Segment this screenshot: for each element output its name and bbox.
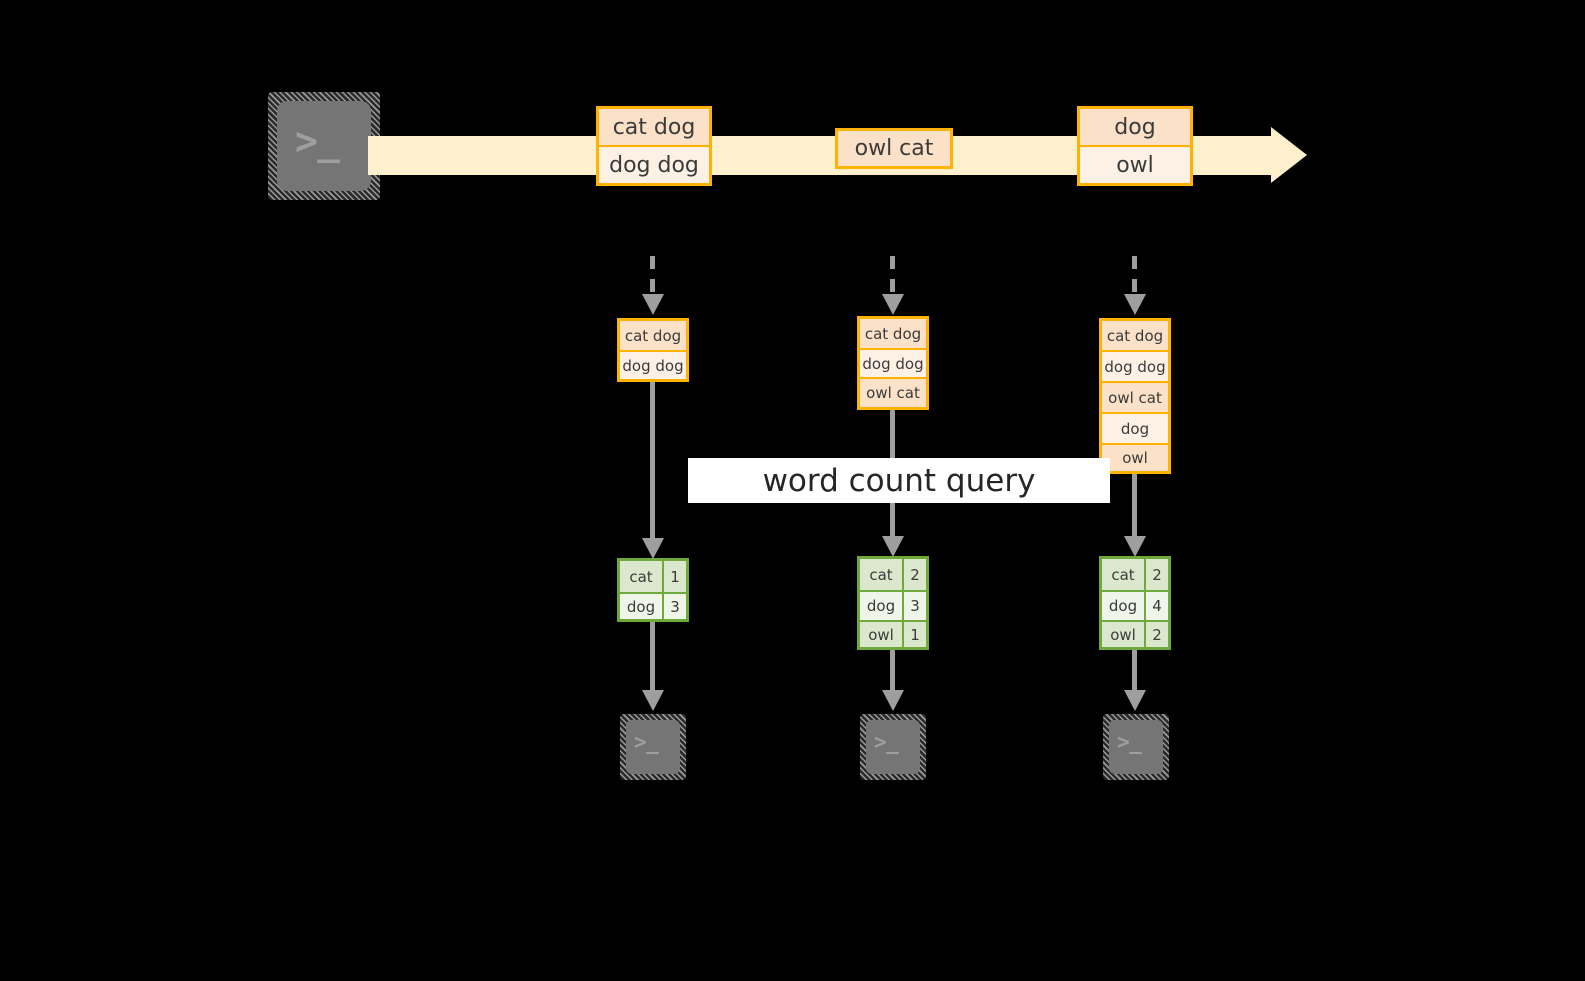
result-word: owl — [860, 622, 904, 647]
snapshot-3-record: cat dog — [1102, 321, 1168, 352]
result-word: cat — [860, 559, 904, 590]
snapshot-3-consumer-terminal-icon: >_ — [1103, 714, 1169, 780]
snapshot-3-query-arrowhead — [1124, 536, 1146, 557]
result-count: 2 — [1146, 622, 1168, 647]
table-row: cat 1 — [620, 561, 686, 594]
snapshot-3-record: owl cat — [1102, 383, 1168, 414]
terminal-prompt-glyph: >_ — [634, 730, 659, 754]
snapshot-1-output-line — [650, 622, 655, 694]
snapshot-3-tap-arrowhead — [1124, 294, 1146, 315]
snapshot-2-consumer-terminal-icon: >_ — [860, 714, 926, 780]
event-stream-arrowhead — [1271, 127, 1307, 183]
snapshot-3-record: owl — [1102, 445, 1168, 471]
stream-message-line: owl — [1080, 147, 1190, 183]
table-row: cat 2 — [1102, 559, 1168, 592]
snapshot-3-record: dog — [1102, 414, 1168, 445]
terminal-body — [1109, 720, 1163, 774]
snapshot-3-tap-line — [1132, 256, 1137, 298]
terminal-body — [866, 720, 920, 774]
snapshot-1-result-table: cat 1 dog 3 — [617, 558, 689, 622]
result-word: dog — [860, 592, 904, 620]
snapshot-1-output-arrowhead — [642, 690, 664, 711]
snapshot-3-record-stack: cat dog dog dog owl cat dog owl — [1099, 318, 1171, 474]
word-count-query-banner: word count query — [688, 458, 1110, 503]
snapshot-2-record: dog dog — [860, 350, 926, 379]
result-word: dog — [620, 594, 664, 619]
result-count: 2 — [1146, 559, 1168, 590]
snapshot-1-query-line — [650, 382, 655, 542]
snapshot-1-tap-line — [650, 256, 655, 298]
snapshot-1-record: cat dog — [620, 321, 686, 352]
result-word: cat — [1102, 559, 1146, 590]
stream-message-2: owl cat — [835, 128, 953, 169]
snapshot-2-tap-line — [890, 256, 895, 298]
stream-message-3: dog owl — [1077, 106, 1193, 186]
stream-message-line: cat dog — [599, 109, 709, 148]
terminal-prompt-glyph: >_ — [295, 119, 340, 163]
snapshot-2-output-arrowhead — [882, 690, 904, 711]
table-row: dog 4 — [1102, 592, 1168, 622]
terminal-prompt-glyph: >_ — [1117, 730, 1142, 754]
snapshot-3-result-table: cat 2 dog 4 owl 2 — [1099, 556, 1171, 650]
table-row: owl 1 — [860, 622, 926, 647]
snapshot-1-record-stack: cat dog dog dog — [617, 318, 689, 382]
result-count: 1 — [664, 561, 686, 592]
terminal-prompt-glyph: >_ — [874, 730, 899, 754]
snapshot-1-tap-arrowhead — [642, 294, 664, 315]
snapshot-3-query-line — [1132, 474, 1137, 540]
snapshot-1-query-arrowhead — [642, 538, 664, 559]
snapshot-2-record: cat dog — [860, 319, 926, 350]
snapshot-2-tap-arrowhead — [882, 294, 904, 315]
snapshot-3-output-line — [1132, 650, 1137, 694]
snapshot-1-record: dog dog — [620, 352, 686, 379]
result-word: dog — [1102, 592, 1146, 620]
stream-message-1: cat dog dog dog — [596, 106, 712, 186]
terminal-body — [626, 720, 680, 774]
result-count: 1 — [904, 622, 926, 647]
result-count: 3 — [904, 592, 926, 620]
result-count: 3 — [664, 594, 686, 619]
result-count: 2 — [904, 559, 926, 590]
snapshot-2-output-line — [890, 650, 895, 694]
table-row: dog 3 — [860, 592, 926, 622]
stream-message-line: owl cat — [838, 131, 950, 166]
snapshot-3-output-arrowhead — [1124, 690, 1146, 711]
terminal-body — [277, 101, 371, 191]
producer-terminal-icon: >_ — [268, 92, 380, 200]
snapshot-1-consumer-terminal-icon: >_ — [620, 714, 686, 780]
snapshot-3-record: dog dog — [1102, 352, 1168, 383]
table-row: owl 2 — [1102, 622, 1168, 647]
stream-message-line: dog dog — [599, 147, 709, 183]
snapshot-2-record-stack: cat dog dog dog owl cat — [857, 316, 929, 410]
snapshot-2-query-arrowhead — [882, 536, 904, 557]
result-count: 4 — [1146, 592, 1168, 620]
snapshot-2-result-table: cat 2 dog 3 owl 1 — [857, 556, 929, 650]
snapshot-2-record: owl cat — [860, 379, 926, 407]
table-row: dog 3 — [620, 594, 686, 619]
stream-message-line: dog — [1080, 109, 1190, 148]
result-word: owl — [1102, 622, 1146, 647]
table-row: cat 2 — [860, 559, 926, 592]
result-word: cat — [620, 561, 664, 592]
